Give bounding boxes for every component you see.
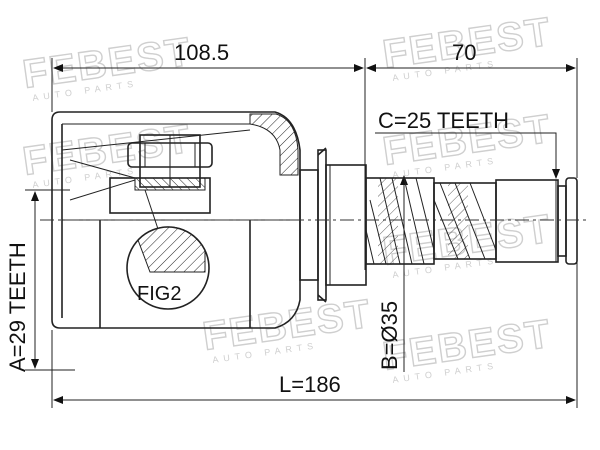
fig2-detail: FIG2 (126, 226, 210, 310)
dim-inner-spline: A=29 TEETH (5, 242, 30, 372)
tripod-roller (109, 134, 213, 261)
splined-shaft (365, 177, 578, 265)
housing-body (51, 111, 301, 329)
extension-lines (25, 58, 578, 408)
leader-outer-spline (375, 132, 560, 179)
dim-housing-length: 108.5 (174, 40, 229, 65)
dim-total-length: L=186 (279, 372, 341, 397)
dim-shaft-diameter: B=Ø35 (377, 301, 402, 370)
watermark-group: FEBEST AUTO PARTS FEBEST AUTO PARTS FEBE… (19, 9, 555, 385)
figure-label: FIG2 (137, 283, 181, 305)
boot-clamp (299, 147, 367, 303)
dim-shaft-length: 70 (452, 40, 476, 65)
dim-outer-spline: C=25 TEETH (378, 108, 509, 133)
